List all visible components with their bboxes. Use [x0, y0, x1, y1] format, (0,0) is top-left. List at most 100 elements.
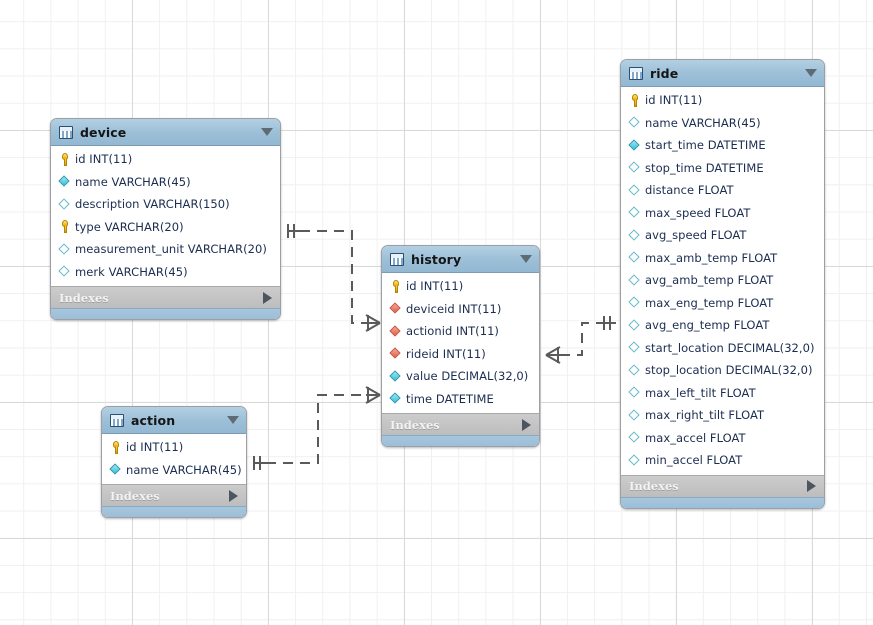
column-label: id INT(11) [645, 93, 703, 108]
column-label: stop_location DECIMAL(32,0) [645, 363, 813, 378]
nullable-column-icon [628, 229, 641, 242]
nullable-column-icon [58, 243, 71, 256]
column-label: min_accel FLOAT [645, 453, 743, 468]
column-row[interactable]: measurement_unit VARCHAR(20) [51, 238, 280, 261]
column-row[interactable]: name VARCHAR(45) [102, 459, 246, 482]
column-row[interactable]: merk VARCHAR(45) [51, 261, 280, 284]
column-list: id INT(11) name VARCHAR(45) description VA… [51, 146, 280, 286]
column-row[interactable]: type VARCHAR(20) [51, 216, 280, 239]
column-label: distance FLOAT [645, 183, 734, 198]
table-footer-strip [621, 496, 824, 508]
column-row[interactable]: avg_speed FLOAT [621, 224, 824, 247]
column-row[interactable]: max_speed FLOAT [621, 202, 824, 225]
table-icon [390, 252, 404, 266]
column-row[interactable]: description VARCHAR(150) [51, 193, 280, 216]
column-label: start_time DATETIME [645, 138, 766, 153]
column-label: max_right_tilt FLOAT [645, 408, 765, 423]
nullable-column-icon [628, 161, 641, 174]
column-row[interactable]: distance FLOAT [621, 179, 824, 202]
primary-key-icon [109, 440, 122, 454]
column-row[interactable]: id INT(11) [382, 275, 539, 298]
column-label: max_eng_temp FLOAT [645, 295, 774, 310]
column-label: name VARCHAR(45) [75, 174, 191, 189]
relationship-device-history[interactable] [287, 224, 381, 332]
nullable-column-icon [628, 431, 641, 444]
column-row[interactable]: max_left_tilt FLOAT [621, 382, 824, 405]
column-label: deviceid INT(11) [406, 301, 502, 316]
table-header-ride[interactable]: ride [621, 60, 824, 87]
nullable-column-icon [628, 386, 641, 399]
column-label: value DECIMAL(32,0) [406, 369, 529, 384]
not-null-column-icon [628, 139, 641, 152]
column-row[interactable]: id INT(11) [51, 148, 280, 171]
column-label: id INT(11) [406, 279, 464, 294]
table-header-action[interactable]: action [102, 407, 246, 434]
indexes-label: Indexes [110, 488, 160, 503]
relationship-ride-history[interactable] [545, 316, 616, 364]
chevron-right-icon[interactable] [229, 489, 238, 502]
column-row[interactable]: id INT(11) [102, 436, 246, 459]
column-row[interactable]: deviceid INT(11) [382, 298, 539, 321]
column-label: max_accel FLOAT [645, 430, 746, 445]
table-device[interactable]: device id INT(11) name VARCHAR(45) descript… [50, 118, 281, 320]
indexes-section-history[interactable]: Indexes [382, 413, 539, 435]
table-icon [629, 66, 643, 80]
indexes-section-device[interactable]: Indexes [51, 286, 280, 308]
chevron-right-icon[interactable] [522, 418, 531, 431]
foreign-key-icon [389, 347, 402, 360]
column-row[interactable]: max_amb_temp FLOAT [621, 247, 824, 270]
column-label: id INT(11) [75, 152, 133, 167]
indexes-label: Indexes [390, 417, 440, 432]
not-null-column-icon [389, 392, 402, 405]
column-row[interactable]: id INT(11) [621, 89, 824, 112]
chevron-down-icon[interactable] [227, 416, 239, 424]
column-row[interactable]: name VARCHAR(45) [621, 112, 824, 135]
foreign-key-icon [389, 302, 402, 315]
primary-key-icon [58, 220, 71, 234]
relationship-action-history[interactable] [253, 386, 381, 470]
indexes-label: Indexes [629, 479, 679, 493]
column-label: name VARCHAR(45) [126, 462, 242, 477]
column-label: start_location DECIMAL(32,0) [645, 340, 815, 355]
column-row[interactable]: actionid INT(11) [382, 320, 539, 343]
indexes-section-action[interactable]: Indexes [102, 484, 246, 506]
column-row[interactable]: name VARCHAR(45) [51, 171, 280, 194]
column-label: max_left_tilt FLOAT [645, 385, 756, 400]
nullable-column-icon [628, 116, 641, 129]
table-history[interactable]: history id INT(11) deviceid INT(11) actioni… [381, 245, 540, 447]
column-row[interactable]: start_location DECIMAL(32,0) [621, 337, 824, 360]
column-row[interactable]: min_accel FLOAT [621, 449, 824, 472]
chevron-down-icon[interactable] [520, 255, 532, 263]
column-label: stop_time DATETIME [645, 160, 764, 175]
column-row[interactable]: start_time DATETIME [621, 134, 824, 157]
table-footer-strip [382, 435, 539, 446]
column-row[interactable]: max_accel FLOAT [621, 427, 824, 450]
column-row[interactable]: stop_time DATETIME [621, 157, 824, 180]
nullable-column-icon [58, 265, 71, 278]
nullable-column-icon [628, 364, 641, 377]
column-row[interactable]: rideid INT(11) [382, 343, 539, 366]
column-row[interactable]: stop_location DECIMAL(32,0) [621, 359, 824, 382]
chevron-down-icon[interactable] [805, 69, 817, 77]
indexes-section-ride[interactable]: Indexes [621, 474, 824, 497]
chevron-right-icon[interactable] [263, 291, 272, 304]
table-ride[interactable]: ride id INT(11) name VARCHAR(45) start_time… [620, 59, 825, 509]
column-row[interactable]: max_right_tilt FLOAT [621, 404, 824, 427]
column-list: id INT(11) name VARCHAR(45) [102, 434, 246, 484]
nullable-column-icon [58, 198, 71, 211]
column-row[interactable]: avg_amb_temp FLOAT [621, 269, 824, 292]
table-header-device[interactable]: device [51, 119, 280, 146]
column-row[interactable]: value DECIMAL(32,0) [382, 365, 539, 388]
chevron-right-icon[interactable] [807, 480, 816, 492]
column-row[interactable]: time DATETIME [382, 388, 539, 411]
nullable-column-icon [628, 341, 641, 354]
column-row[interactable]: max_eng_temp FLOAT [621, 292, 824, 315]
table-name: history [411, 251, 462, 267]
table-header-history[interactable]: history [382, 246, 539, 273]
chevron-down-icon[interactable] [261, 128, 273, 136]
nullable-column-icon [628, 319, 641, 332]
column-row[interactable]: avg_eng_temp FLOAT [621, 314, 824, 337]
table-icon [110, 413, 124, 427]
